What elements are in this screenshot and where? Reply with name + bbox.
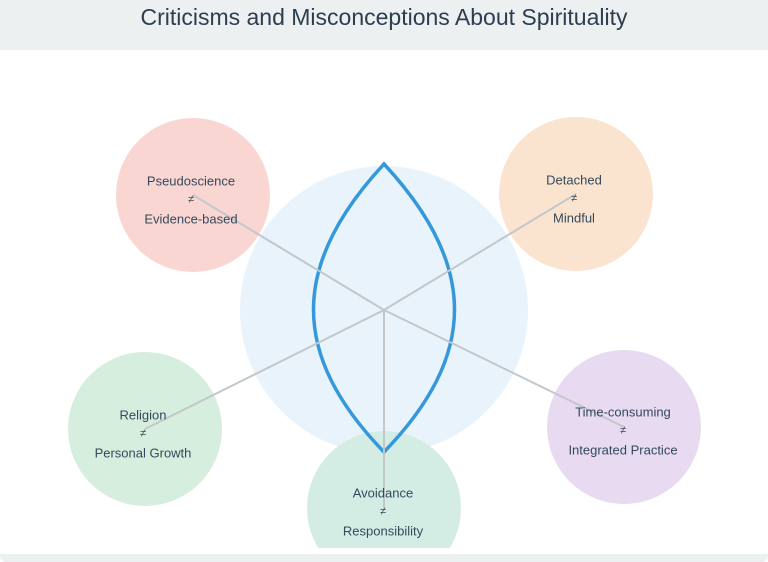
not-equal-symbol: ≠ — [379, 505, 387, 518]
reality-text: Responsibility — [342, 523, 424, 539]
header-bar: Criticisms and Misconceptions About Spir… — [0, 0, 768, 50]
connector-detached — [383, 193, 577, 311]
misconception-text: Pseudoscience — [146, 173, 236, 189]
reality-text: Evidence-based — [144, 211, 238, 227]
not-equal-symbol: ≠ — [619, 424, 627, 437]
node-label-avoidance: Avoidance ≠ Responsibility — [298, 484, 468, 541]
connector-pseudoscience — [192, 194, 385, 311]
misconception-text: Religion — [119, 407, 167, 423]
node-label-religion: Religion ≠ Personal Growth — [58, 406, 228, 463]
reality-text: Integrated Practice — [568, 442, 678, 458]
misconception-text: Time-consuming — [575, 404, 671, 420]
misconception-text: Avoidance — [352, 485, 414, 501]
reality-text: Mindful — [553, 210, 595, 226]
bottom-frame — [0, 548, 768, 562]
node-label-time-consuming: Time-consuming ≠ Integrated Practice — [538, 403, 708, 460]
node-label-pseudoscience: Pseudoscience ≠ Evidence-based — [106, 172, 276, 229]
connector-religion — [144, 309, 385, 430]
reality-text: Personal Growth — [94, 445, 192, 461]
not-equal-symbol: ≠ — [570, 192, 578, 205]
misconception-text: Detached — [546, 172, 602, 188]
not-equal-symbol: ≠ — [139, 427, 147, 440]
not-equal-symbol: ≠ — [187, 193, 195, 206]
page-title: Criticisms and Misconceptions About Spir… — [140, 3, 628, 30]
connector-time-consuming — [383, 309, 625, 428]
node-label-detached: Detached ≠ Mindful — [489, 171, 659, 228]
